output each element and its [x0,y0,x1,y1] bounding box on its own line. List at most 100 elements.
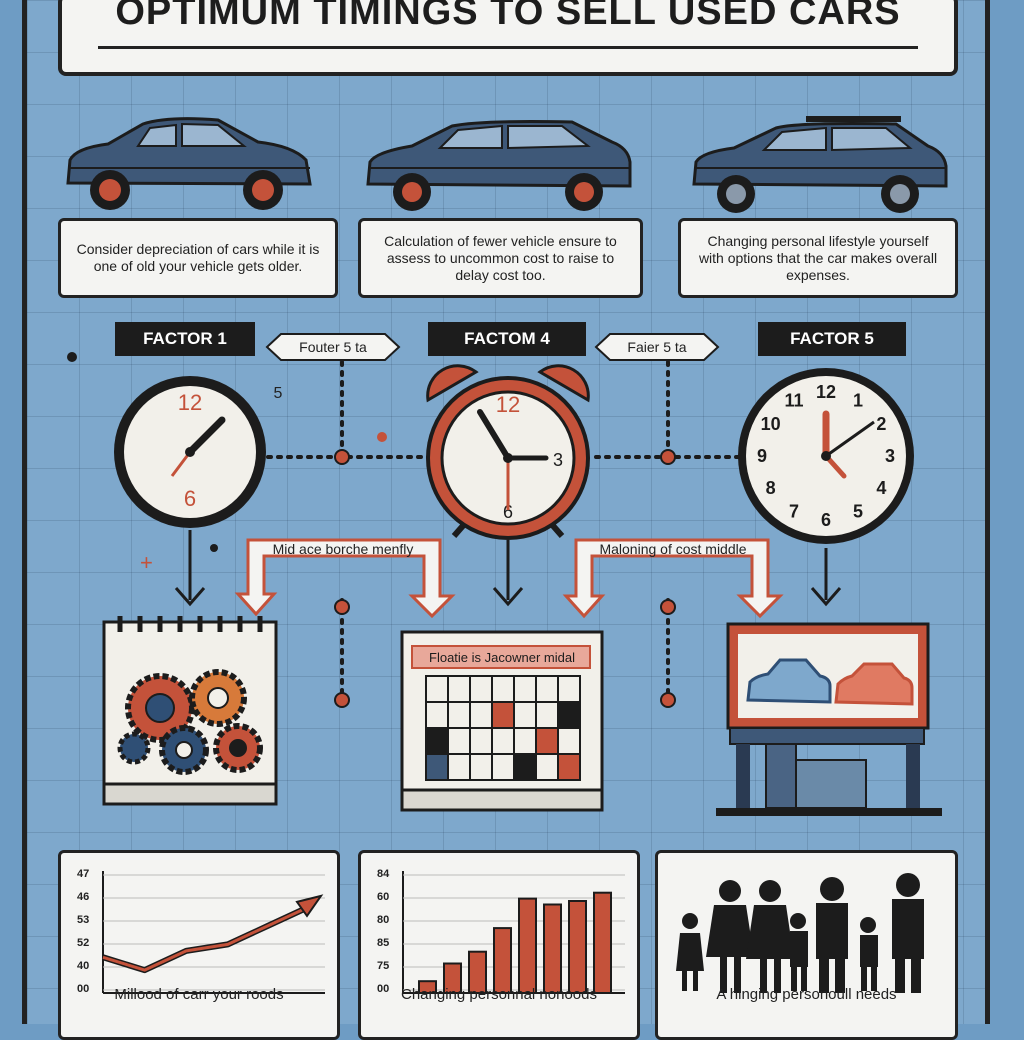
line-series [102,903,313,974]
y-tick-label: 40 [77,960,90,972]
factor-4-badge: FACTOM 4 [428,322,586,356]
wagon-icon [692,116,948,213]
car-billboard-icon [716,622,942,816]
bar-chart-caption: Changing personnal nonoods [401,986,597,1003]
calendar-cell [469,701,493,729]
line-chart-caption: Millood of carr your roods [114,986,284,1003]
family-icon [676,873,924,993]
y-tick-label: 80 [377,914,390,926]
calendar-cell [491,675,515,703]
gears-calendar-icon [102,616,278,806]
bar [493,927,512,994]
bar [443,962,462,994]
clock-numeral: 11 [784,391,803,411]
calendar-cell [513,727,537,755]
y-tick-label: 60 [377,891,390,903]
calendar-cell [447,675,471,703]
y-tick-label: 53 [77,914,90,926]
calendar-cell [513,701,537,729]
side-number: 5 [273,385,283,402]
y-tick-label: 47 [77,868,90,880]
calendar-cell [513,753,537,781]
calendar-cell [535,727,559,755]
factor-side-tag-right: Faier 5 ta [594,332,720,362]
bar-chart-panel: 84 60 80 85 75 00 Changing personnal nonoods [358,850,640,1040]
alarm-clock-number-6: 6 [503,502,513,522]
calendar-cell [425,753,449,781]
suv-icon [366,120,632,211]
side-tag-left-label: Fouter 5 ta [299,339,367,355]
calendar-header: Floatie is Jacowner midal [429,650,575,665]
family-caption: A hinging personoull needs [716,986,897,1003]
calendar-cell [447,701,471,729]
factor-1-badge: FACTOR 1 [115,322,255,356]
clock-numeral: 5 [853,501,863,521]
clock-numeral: 12 [816,382,836,402]
wall-clock-icon: 12 6 [114,376,266,528]
y-tick-label: 75 [377,960,390,972]
calendar-cell [447,727,471,755]
calendar-cell [491,753,515,781]
calendar-cell [535,701,559,729]
y-tick-label: 00 [377,983,390,995]
bar [593,891,612,995]
calendar-cell [513,675,537,703]
calendar-cell [557,701,581,729]
y-tick-label: 85 [377,937,390,949]
bar [418,980,437,994]
bar [568,900,587,994]
side-tag-right-label: Faier 5 ta [627,339,687,355]
calendar-cell [535,675,559,703]
alarm-clock-number-12: 12 [496,392,520,417]
arrow-label-left: Mid ace borche menfly [272,541,414,557]
clock-numeral: 10 [761,414,781,434]
bar-chart [402,871,625,995]
calendar-cell [469,753,493,781]
y-tick-label: 00 [77,983,90,995]
calendar-cell [535,753,559,781]
line-chart-panel: 47 46 53 52 40 00 Millood of carr your roods [58,850,340,1040]
calendar-cell [557,675,581,703]
clock-numeral: 9 [757,446,767,466]
down-arrows: + [140,530,842,619]
calendar-cell [425,727,449,755]
bar [468,950,487,994]
clock-numeral: 6 [821,510,831,530]
y-tick-label: 46 [77,891,90,903]
clock-numeral: 7 [789,501,799,521]
alarm-clock-icon: 12 3 6 [426,364,590,540]
bar [518,897,537,994]
calendar-cell [469,675,493,703]
clock-numeral: 8 [766,478,776,498]
arrow-label-right: Maloning of cost middle [599,541,747,557]
y-tick-label: 52 [77,937,90,949]
left-clock-number-12: 12 [178,390,202,415]
calendar-cell [557,727,581,755]
calendar-cell [557,753,581,781]
line-chart [102,871,325,994]
calendar-cell [447,753,471,781]
clock-numeral: 4 [876,478,886,498]
factor-side-tag-left: Fouter 5 ta [265,332,401,362]
factor-4-description-card: Calculation of fewer vehicle ensure to a… [358,218,643,298]
factor-1-description-card: Consider depreciation of cars while it i… [58,218,338,298]
calendar-cell [491,727,515,755]
calendar-cell [425,675,449,703]
y-tick-label: 84 [377,868,390,880]
calendar-cell [469,727,493,755]
calendar-icon: Floatie is Jacowner midal [400,628,604,818]
title-banner: OPTIMUM TIMINGS TO SELL USED CARS [58,0,958,76]
left-clock-number-6: 6 [184,486,196,511]
clock-numeral: 3 [885,446,895,466]
alarm-clock-number-3: 3 [553,450,563,470]
line-arrowhead [295,894,324,918]
svg-text:+: + [140,550,153,575]
calendar-cell [491,701,515,729]
factor-5-description-card: Changing personal lifestyle yourself wit… [678,218,958,298]
sedan-icon [66,117,312,210]
clock-numeral: 2 [876,414,886,434]
title-underline [98,46,918,49]
family-panel: A hinging personoull needs [655,850,958,1040]
bar [543,903,562,994]
